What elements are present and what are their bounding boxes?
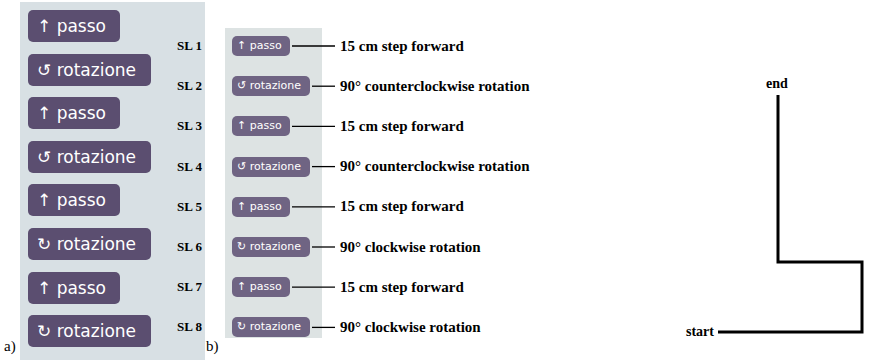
block-text: ↑ passo: [37, 97, 106, 129]
step-label: SL 8: [177, 319, 202, 335]
step-label: SL 7: [177, 279, 202, 295]
step-label: SL 5: [177, 199, 202, 215]
block-text: ↑ passo: [37, 272, 106, 304]
leader-line: [312, 327, 335, 328]
code-block: ↻ rotazione: [28, 315, 151, 347]
step-description: 90° clockwise rotation: [340, 239, 481, 256]
code-block: ↻ rotazione: [28, 228, 151, 260]
step-description: 15 cm step forward: [340, 279, 464, 296]
code-block: ↑ passo: [28, 10, 120, 42]
code-block: ↑ passo: [28, 97, 120, 129]
step-label: SL 4: [177, 159, 202, 175]
step-label: SL 1: [177, 38, 202, 54]
code-block: ↑ passo: [232, 116, 290, 136]
code-block: ↻ rotazione: [232, 237, 310, 257]
robot-path: [718, 95, 862, 332]
path-end-label: end: [766, 76, 788, 92]
leader-line: [312, 166, 335, 167]
photo-panel-a: [20, 2, 205, 360]
code-block: ↺ rotazione: [28, 141, 151, 173]
block-text: ↺ rotazione: [237, 157, 301, 177]
step-label: SL 6: [177, 239, 202, 255]
leader-line: [312, 86, 335, 87]
panel-letter: b): [206, 338, 219, 355]
code-block: ↑ passo: [28, 184, 120, 216]
code-block: ↺ rotazione: [232, 157, 310, 177]
path-start-label: start: [686, 324, 714, 340]
block-text: ↑ passo: [237, 197, 282, 217]
leader-line: [292, 206, 335, 207]
code-block: ↻ rotazione: [232, 317, 310, 337]
block-text: ↻ rotazione: [237, 317, 301, 337]
block-text: ↑ passo: [237, 36, 282, 56]
code-block: ↺ rotazione: [232, 76, 310, 96]
photo-panel-b: [225, 28, 322, 338]
block-text: ↺ rotazione: [37, 141, 136, 173]
leader-line: [292, 45, 335, 46]
block-text: ↺ rotazione: [37, 54, 136, 86]
step-description: 15 cm step forward: [340, 38, 464, 55]
code-block: ↑ passo: [232, 36, 290, 56]
leader-line: [312, 246, 335, 247]
step-description: 15 cm step forward: [340, 198, 464, 215]
panel-letter: a): [4, 338, 16, 355]
block-text: ↺ rotazione: [237, 76, 301, 96]
step-label: SL 2: [177, 78, 202, 94]
leader-line: [292, 126, 335, 127]
block-text: ↑ passo: [237, 277, 282, 297]
code-block: ↑ passo: [232, 197, 290, 217]
block-text: ↻ rotazione: [237, 237, 301, 257]
step-description: 90° clockwise rotation: [340, 319, 481, 336]
block-text: ↑ passo: [37, 10, 106, 42]
block-text: ↑ passo: [237, 116, 282, 136]
leader-line: [292, 287, 335, 288]
block-text: ↑ passo: [37, 184, 106, 216]
code-block: ↺ rotazione: [28, 54, 151, 86]
block-text: ↻ rotazione: [37, 315, 136, 347]
code-block: ↑ passo: [28, 272, 120, 304]
step-description: 90° counterclockwise rotation: [340, 78, 530, 95]
step-description: 90° counterclockwise rotation: [340, 158, 530, 175]
block-text: ↻ rotazione: [37, 228, 136, 260]
step-description: 15 cm step forward: [340, 118, 464, 135]
code-block: ↑ passo: [232, 277, 290, 297]
step-label: SL 3: [177, 118, 202, 134]
